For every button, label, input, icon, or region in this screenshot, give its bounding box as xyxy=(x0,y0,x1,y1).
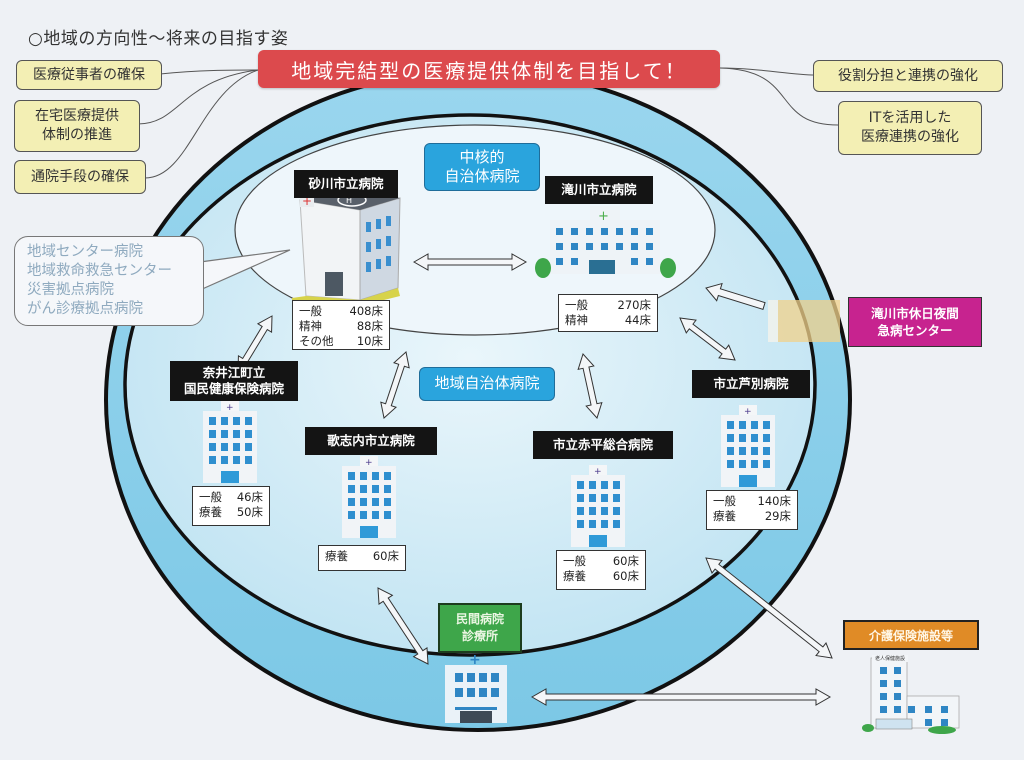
connector-left-3 xyxy=(144,69,259,179)
svg-text:+: + xyxy=(594,467,602,477)
bed-type: 一般 xyxy=(713,494,736,508)
svg-text:+: + xyxy=(226,403,234,413)
arrow-sunagawa-utashinai xyxy=(380,351,410,419)
bed-type: 療養 xyxy=(563,568,586,583)
bed-type: 療養 xyxy=(713,508,736,523)
svg-text:+: + xyxy=(365,458,373,468)
goal-box-home-care: 在宅医療提供 体制の推進 xyxy=(14,100,140,152)
private-clinic-label: 民間病院 診療所 xyxy=(438,603,522,653)
arrow-akabira-care xyxy=(705,557,833,659)
goal-banner: 地域完結型の医療提供体制を目指して！ xyxy=(258,50,720,88)
beds-naie: 一般 46床 療養 50床 xyxy=(192,486,270,526)
clinic-building-icon: + xyxy=(445,652,507,723)
bed-count: 408床 xyxy=(349,304,383,318)
care-building-sign: 老人保健施設 xyxy=(872,655,908,662)
akabira-building-icon: + xyxy=(571,465,625,547)
emergency-center-building-icon xyxy=(768,300,840,342)
bed-count: 46床 xyxy=(236,490,263,504)
utashinai-building-icon: + xyxy=(342,456,396,538)
bed-type: 一般 xyxy=(299,304,322,318)
svg-text:+: + xyxy=(744,407,752,417)
bed-count: 10床 xyxy=(356,333,383,348)
page-title: ○地域の方向性～将来の目指す姿 xyxy=(28,29,289,49)
naie-building-icon: + xyxy=(203,401,257,483)
core-hospital-label: 中核的 自治体病院 xyxy=(424,143,540,191)
callout-pointer xyxy=(199,249,291,291)
svg-text:H: H xyxy=(346,196,352,205)
svg-text:+: + xyxy=(469,652,481,668)
bed-type: 精神 xyxy=(299,318,322,333)
connector-right-1 xyxy=(719,67,816,76)
arrow-utashinai-clinic xyxy=(377,587,429,665)
bed-count: 60床 xyxy=(372,549,399,563)
goal-box-staff: 医療従事者の確保 xyxy=(16,60,162,90)
beds-akabira: 一般 60床 療養 60床 xyxy=(556,550,646,590)
bed-type: 一般 xyxy=(199,490,222,504)
hospital-name-takikawa: 滝川市立病院 xyxy=(545,176,653,204)
arrow-takikawa-ashibetsu xyxy=(679,317,736,361)
bed-count: 50床 xyxy=(236,504,263,519)
beds-utashinai: 療養 60床 xyxy=(318,545,406,571)
callout-line: 地域救命救急センター xyxy=(27,262,172,279)
beds-takikawa: 一般 270床 精神 44床 xyxy=(558,294,658,332)
bed-type: その他 xyxy=(299,333,334,348)
bed-type: 一般 xyxy=(563,554,586,568)
bed-type: 精神 xyxy=(565,312,588,327)
beds-sunagawa: 一般 408床 精神 88床 その他 10床 xyxy=(292,300,390,350)
hospital-name-ashibetsu: 市立芦別病院 xyxy=(692,370,810,398)
role-callout: 地域センター病院 地域救命救急センター 災害拠点病院 がん診療拠点病院 xyxy=(14,236,204,326)
goal-box-it-collab: ITを活用した 医療連携の強化 xyxy=(838,101,982,155)
hospital-name-akabira: 市立赤平総合病院 xyxy=(533,431,673,459)
bed-count: 44床 xyxy=(624,312,651,327)
arrow-clinic-care xyxy=(530,688,832,706)
beds-ashibetsu: 一般 140床 療養 29床 xyxy=(706,490,798,530)
hospital-name-sunagawa: 砂川市立病院 xyxy=(294,170,398,198)
connector-left-2 xyxy=(137,69,259,125)
bed-count: 60床 xyxy=(612,554,639,568)
hospital-name-naie: 奈井江町立 国民健康保険病院 xyxy=(170,361,298,401)
bed-count: 270床 xyxy=(617,298,651,312)
bed-type: 療養 xyxy=(325,549,348,563)
callout-line: がん診療拠点病院 xyxy=(27,300,143,317)
bed-count: 60床 xyxy=(612,568,639,583)
connector-left-1 xyxy=(159,69,259,75)
connector-right-2 xyxy=(719,67,839,126)
svg-text:+: + xyxy=(302,194,312,208)
goal-box-role-sharing: 役割分担と連携の強化 xyxy=(813,60,1003,92)
bed-type: 一般 xyxy=(565,298,588,312)
ashibetsu-building-icon: + xyxy=(721,405,775,487)
care-facility-building-icon xyxy=(862,657,960,734)
regional-hospital-label: 地域自治体病院 xyxy=(419,367,555,401)
callout-line: 災害拠点病院 xyxy=(27,281,114,298)
arrow-core-link xyxy=(412,253,528,271)
bed-count: 140床 xyxy=(757,494,791,508)
emergency-center-label: 滝川市休日夜間 急病センター xyxy=(848,297,982,347)
goal-box-transport: 通院手段の確保 xyxy=(14,160,146,194)
bed-type: 療養 xyxy=(199,504,222,519)
callout-line: 地域センター病院 xyxy=(27,244,143,260)
arrow-takikawa-akabira xyxy=(577,353,603,419)
hospital-name-utashinai: 歌志内市立病院 xyxy=(305,427,437,455)
bed-count: 29床 xyxy=(764,508,791,523)
care-facility-label: 介護保険施設等 xyxy=(843,620,979,650)
bed-count: 88床 xyxy=(356,318,383,333)
takikawa-building-icon: + xyxy=(535,206,676,278)
arrow-emergency-takikawa xyxy=(705,282,766,310)
svg-text:+: + xyxy=(598,209,609,224)
sunagawa-building-icon: H + xyxy=(292,188,401,306)
